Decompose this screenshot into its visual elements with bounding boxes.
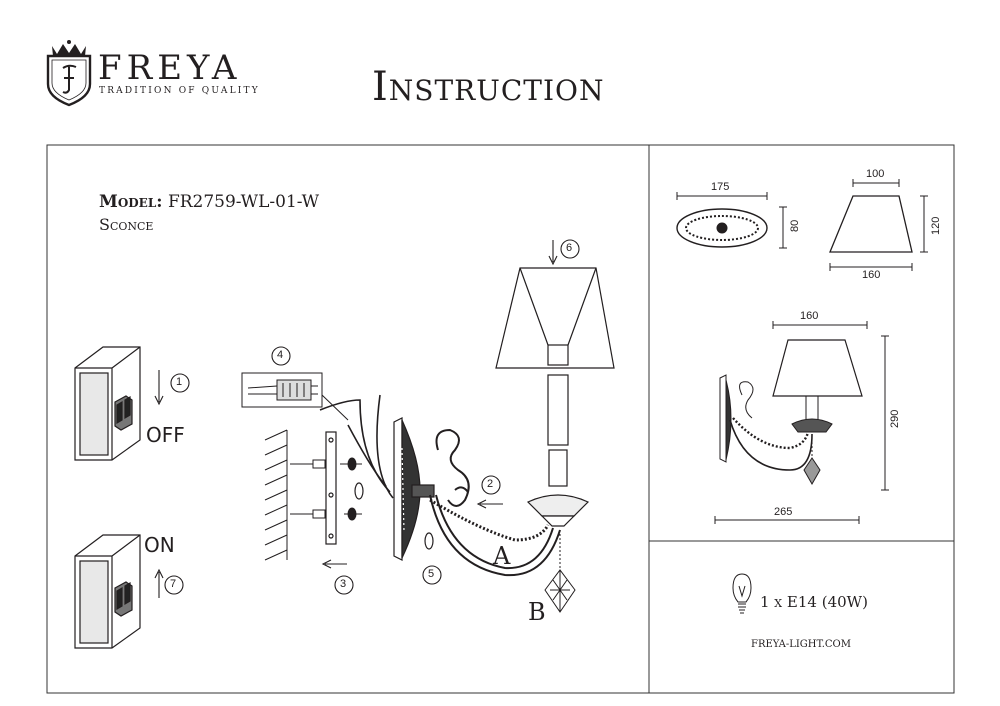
step-1-number: 1 bbox=[176, 376, 183, 388]
wires bbox=[319, 394, 394, 499]
wall-backplate bbox=[393, 417, 435, 561]
model-code: FR2759-WL-01-W bbox=[167, 192, 320, 212]
switch-box-on bbox=[74, 534, 141, 649]
sconce-arm bbox=[429, 428, 561, 577]
canopy-top-view bbox=[676, 192, 787, 249]
screw-caps bbox=[354, 482, 434, 550]
brand-tagline: TRADITION OF QUALITY bbox=[99, 86, 260, 96]
bulb-icon bbox=[732, 573, 752, 614]
dim-shade-height: 120 bbox=[930, 216, 942, 235]
website: FREYA-LIGHT.COM bbox=[751, 639, 851, 650]
model-type: Sconce bbox=[99, 215, 154, 234]
mounting-plate bbox=[325, 431, 337, 545]
switch-box-off bbox=[74, 346, 141, 461]
bulb-spec: 1 x E14 (40W) bbox=[760, 593, 868, 611]
connector-block bbox=[241, 372, 349, 421]
dim-canopy-width: 175 bbox=[711, 181, 730, 193]
freya-crest-logo bbox=[46, 40, 92, 107]
dim-canopy-height: 80 bbox=[789, 219, 801, 232]
off-label: OFF bbox=[146, 423, 185, 447]
on-label: ON bbox=[144, 533, 175, 557]
shade-side-view bbox=[829, 179, 928, 271]
step-5-number: 5 bbox=[428, 568, 435, 580]
step-7-number: 7 bbox=[170, 578, 177, 590]
lamp-side-view bbox=[714, 321, 889, 524]
document-title: Instruction bbox=[372, 64, 605, 110]
dim-lamp-depth: 265 bbox=[774, 506, 793, 518]
model-line: Model: FR2759-WL-01-W bbox=[99, 192, 319, 212]
model-label: Model: bbox=[99, 192, 163, 212]
dim-lamp-width: 160 bbox=[800, 310, 819, 322]
part-label-arm: A bbox=[493, 542, 511, 570]
step-3-number: 3 bbox=[340, 578, 347, 590]
dim-lamp-height: 290 bbox=[889, 409, 901, 428]
sconce-shade bbox=[495, 267, 615, 527]
step-6-number: 6 bbox=[566, 242, 573, 254]
brand-name: FREYA bbox=[98, 48, 242, 88]
dim-shade-top: 100 bbox=[866, 168, 885, 180]
part-label-pendant: B bbox=[528, 598, 546, 626]
side-panel-frame bbox=[648, 144, 955, 694]
step-markers bbox=[154, 239, 580, 598]
step-2-number: 2 bbox=[487, 478, 494, 490]
crystal-pendant bbox=[544, 530, 576, 613]
dim-shade-bottom: 160 bbox=[862, 269, 881, 281]
wall-screws bbox=[290, 457, 362, 521]
wall-hatch bbox=[264, 429, 288, 561]
step-4-number: 4 bbox=[277, 349, 284, 361]
